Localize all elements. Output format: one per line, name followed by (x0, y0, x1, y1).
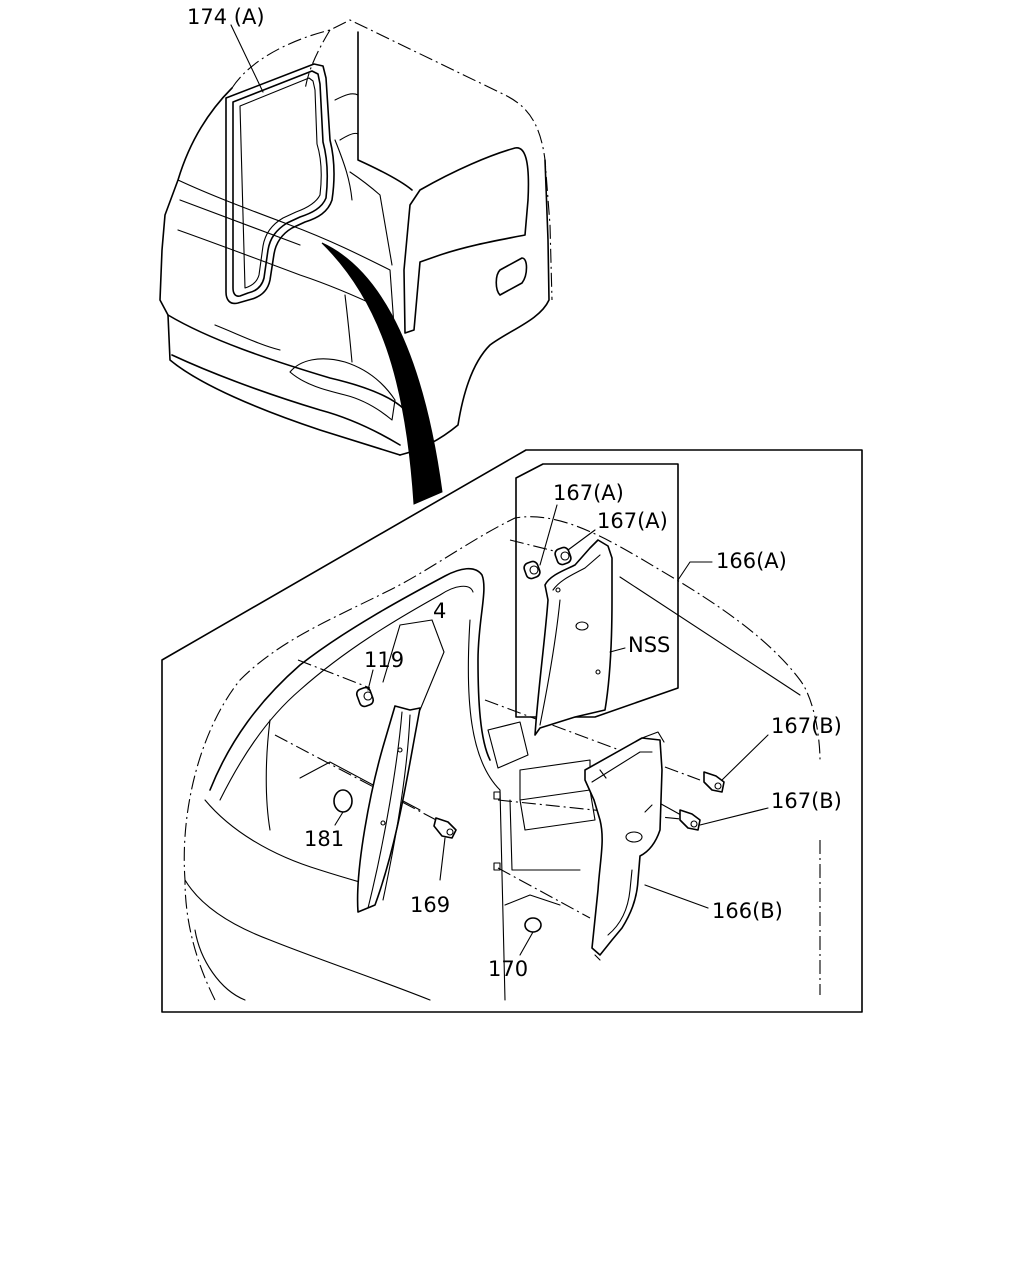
label-119: 119 (364, 648, 404, 672)
clip-167a-right-part (554, 546, 572, 566)
label-169: 169 (410, 893, 450, 917)
screw-169-part (433, 817, 457, 839)
plug-181-part (333, 789, 353, 813)
label-nss: NSS (628, 633, 670, 657)
label-166a: 166(A) (716, 549, 787, 573)
detail-view-frame (161, 449, 863, 1013)
label-181: 181 (304, 827, 344, 851)
label-174a: 174 (A) (187, 5, 265, 29)
plug-170-part (524, 917, 542, 933)
clip-167b-lower-part (679, 809, 701, 831)
truck-cab-illustration (159, 19, 553, 505)
label-167b-1: 167(B) (771, 714, 842, 738)
clip-167a-left-part (523, 560, 541, 580)
nss-subframe (515, 463, 679, 718)
trim-166a-part (534, 539, 613, 736)
label-167b-2: 167(B) (771, 789, 842, 813)
label-167a-1: 167(A) (553, 481, 624, 505)
label-166b: 166(B) (712, 899, 783, 923)
label-167a-2: 167(A) (597, 509, 668, 533)
label-170: 170 (488, 957, 528, 981)
cab-interior-illustration (183, 516, 821, 1001)
leader-lines (334, 504, 769, 956)
label-4: 4 (433, 599, 446, 623)
trim-166b-part (584, 731, 665, 961)
pillar-trim-4-part (356, 705, 421, 913)
clip-119-part (355, 686, 375, 708)
clip-167b-upper-part (703, 771, 725, 793)
